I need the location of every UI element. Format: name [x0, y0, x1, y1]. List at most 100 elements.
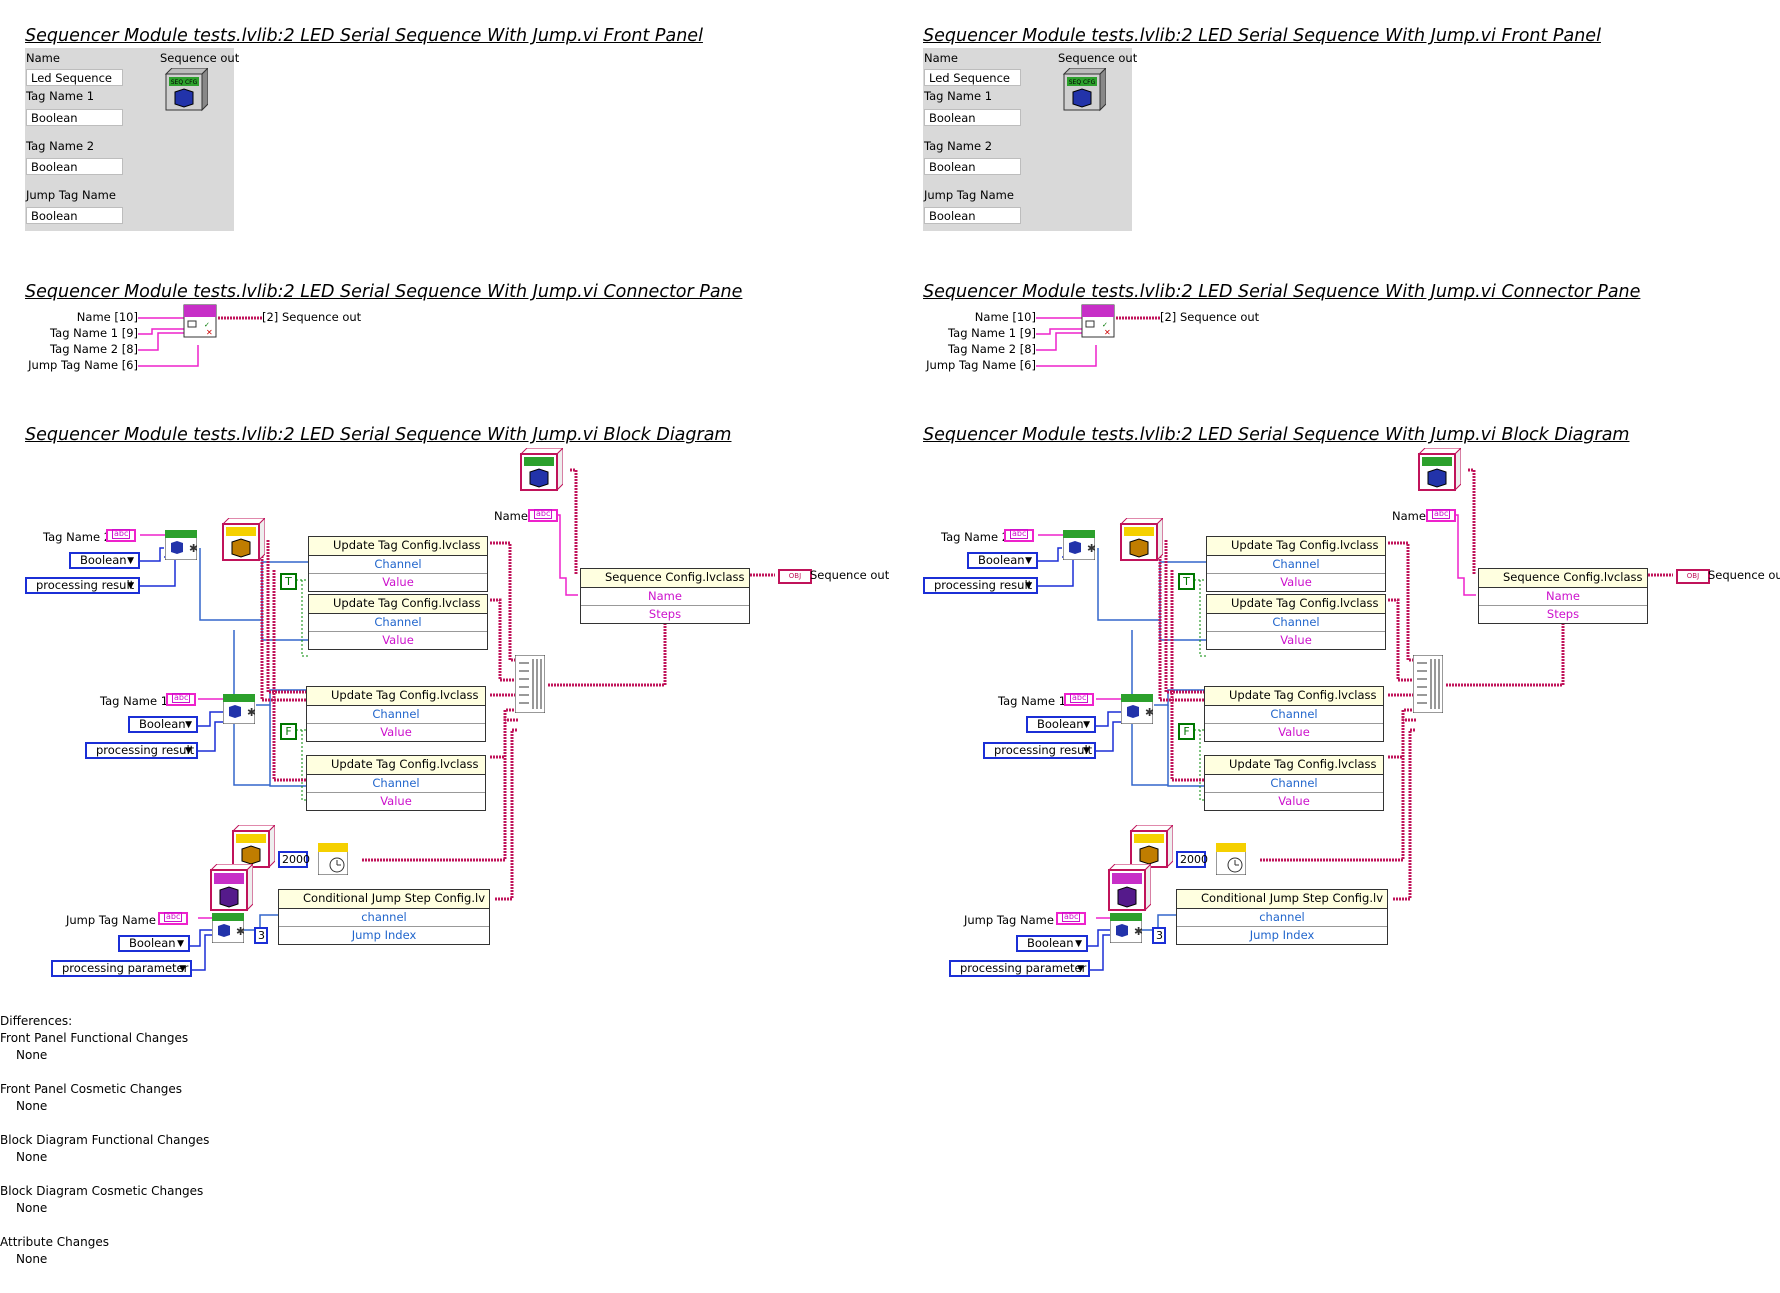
jump-tag-name-control[interactable]: Boolean [26, 207, 123, 224]
boolean-dropdown[interactable]: Boolean [69, 552, 140, 569]
update-tag-config-node-2[interactable]: Update Tag Config.lvclass Channel Value [1206, 594, 1386, 650]
processing-parameter-dropdown[interactable]: processing parameter [51, 960, 192, 977]
conditional-jump-node-title: Conditional Jump Step Config.lv [279, 890, 489, 909]
processing-result-dropdown[interactable]: processing result [25, 577, 140, 594]
update-node-4-value: Value [380, 794, 412, 808]
processing-parameter-dropdown[interactable]: processing parameter [949, 960, 1090, 977]
channel-constructor-icon[interactable]: ✱ [165, 530, 197, 560]
connector-input-jump: Jump Tag Name [6] [28, 358, 138, 372]
jump-index-constant[interactable]: 3 [254, 927, 268, 944]
update-class-constant-icon[interactable] [217, 518, 265, 566]
sequence-out-terminal-label: Sequence out [1708, 568, 1780, 582]
svg-text:✱: ✱ [247, 706, 255, 719]
name-string-terminal[interactable] [1426, 509, 1456, 522]
conditional-jump-step-node[interactable]: Conditional Jump Step Config.lv channel … [278, 889, 490, 945]
name-string-terminal[interactable] [528, 509, 558, 522]
connector-output-sequence: [2] Sequence out [1160, 310, 1260, 324]
channel-constructor-icon[interactable]: ✱ [1110, 913, 1142, 943]
processing-result-dropdown[interactable]: processing result [923, 577, 1038, 594]
build-array-icon[interactable] [1413, 655, 1443, 713]
difference-section-value: None [16, 1201, 48, 1215]
sequence-out-label: Sequence out [1058, 51, 1138, 65]
channel-constructor-icon[interactable]: ✱ [212, 913, 244, 943]
false-constant[interactable]: F [280, 723, 297, 740]
tag-name-1-control[interactable]: Boolean [924, 109, 1021, 126]
update-tag-config-node-3[interactable]: Update Tag Config.lvclass Channel Value [306, 686, 486, 742]
sequence-config-node[interactable]: Sequence Config.lvclass Name Steps [1478, 568, 1648, 624]
boolean-dropdown[interactable]: Boolean [1016, 935, 1088, 952]
boolean-dropdown[interactable]: Boolean [1026, 716, 1096, 733]
processing-result-dropdown[interactable]: processing result [85, 742, 198, 759]
channel-constructor-icon[interactable]: ✱ [1121, 694, 1153, 724]
jump-class-constant-icon[interactable] [205, 864, 253, 916]
update-node-2-title: Update Tag Config.lvclass [1207, 595, 1385, 614]
tag-name-2-control[interactable]: Boolean [924, 158, 1021, 175]
update-tag-config-node-4[interactable]: Update Tag Config.lvclass Channel Value [306, 755, 486, 811]
jump-tag-name-string-terminal[interactable] [158, 912, 188, 925]
name-control[interactable]: Led Sequence [26, 69, 123, 86]
update-tag-config-node-4[interactable]: Update Tag Config.lvclass Channel Value [1204, 755, 1384, 811]
difference-section-value: None [16, 1252, 48, 1266]
update-node-3-value: Value [380, 725, 412, 739]
right-comparison-column: Sequencer Module tests.lvlib:2 LED Seria… [898, 0, 1780, 1000]
sequence-config-node-title: Sequence Config.lvclass [1479, 569, 1647, 588]
tag-name-2-control[interactable]: Boolean [26, 158, 123, 175]
channel-constructor-icon[interactable]: ✱ [223, 694, 255, 724]
name-terminal-label: Name [1392, 509, 1426, 523]
left-comparison-column: Sequencer Module tests.lvlib:2 LED Seria… [0, 0, 889, 1000]
boolean-dropdown[interactable]: Boolean [118, 935, 190, 952]
jump-class-constant-icon[interactable] [1103, 864, 1151, 916]
svg-text:✱: ✱ [1087, 542, 1095, 555]
front-panel-title: Sequencer Module tests.lvlib:2 LED Seria… [25, 26, 703, 46]
svg-text:✓: ✓ [1102, 321, 1108, 329]
tag-name-1-control[interactable]: Boolean [26, 109, 123, 126]
jump-tag-name-string-terminal[interactable] [1056, 912, 1086, 925]
jump-index-constant[interactable]: 3 [1152, 927, 1166, 944]
obj-output-terminal[interactable]: OBJ [1676, 569, 1710, 584]
channel-constructor-icon[interactable]: ✱ [1063, 530, 1095, 560]
wait-step-icon[interactable] [1216, 843, 1246, 875]
block-diagram-wires [140, 468, 775, 971]
conditional-jump-step-node[interactable]: Conditional Jump Step Config.lv channel … [1176, 889, 1388, 945]
tag-name-1-terminal-label: Tag Name 1 [998, 694, 1067, 708]
tag-name-1-string-terminal[interactable] [166, 693, 196, 706]
wait-ms-constant[interactable]: 2000 [1176, 851, 1208, 868]
obj-output-terminal[interactable]: OBJ [778, 569, 812, 584]
connector-input-tag2: Tag Name 2 [8] [50, 342, 138, 356]
sequence-class-constant-icon[interactable] [1413, 448, 1461, 496]
sequence-class-constant-icon[interactable] [515, 448, 563, 496]
conditional-jump-index-row: Jump Index [1249, 928, 1315, 942]
tag-name-1-string-terminal[interactable] [1064, 693, 1094, 706]
connector-output-sequence: [2] Sequence out [262, 310, 362, 324]
update-tag-config-node-1[interactable]: Update Tag Config.lvclass Channel Value [308, 536, 488, 592]
sequence-out-indicator-icon[interactable]: SEQ CFG [160, 68, 208, 116]
update-node-2-value: Value [1280, 633, 1312, 647]
jump-tag-name-terminal-label: Jump Tag Name [66, 913, 156, 927]
boolean-dropdown[interactable]: Boolean [967, 552, 1038, 569]
update-node-1-title: Update Tag Config.lvclass [1207, 537, 1385, 556]
update-class-constant-icon[interactable] [1115, 518, 1163, 566]
wait-class-constant-icon[interactable] [227, 825, 275, 873]
true-constant[interactable]: T [1178, 573, 1195, 590]
wait-step-icon[interactable] [318, 843, 348, 875]
true-constant[interactable]: T [280, 573, 297, 590]
update-node-3-value: Value [1278, 725, 1310, 739]
wait-class-constant-icon[interactable] [1125, 825, 1173, 873]
connector-pane-icon: ✓ ✕ [1036, 304, 1160, 367]
build-array-icon[interactable] [515, 655, 545, 713]
processing-result-dropdown[interactable]: processing result [983, 742, 1096, 759]
tag-name-2-string-terminal[interactable] [1004, 529, 1034, 542]
update-tag-config-node-1[interactable]: Update Tag Config.lvclass Channel Value [1206, 536, 1386, 592]
sequence-config-node[interactable]: Sequence Config.lvclass Name Steps [580, 568, 750, 624]
name-control[interactable]: Led Sequence [924, 69, 1021, 86]
block-diagram-wires [1038, 468, 1673, 971]
update-tag-config-node-3[interactable]: Update Tag Config.lvclass Channel Value [1204, 686, 1384, 742]
wait-ms-constant[interactable]: 2000 [278, 851, 310, 868]
tag-name-2-string-terminal[interactable] [106, 529, 136, 542]
false-constant[interactable]: F [1178, 723, 1195, 740]
boolean-dropdown[interactable]: Boolean [128, 716, 198, 733]
sequence-out-indicator-icon[interactable]: SEQ CFG [1058, 68, 1106, 116]
update-tag-config-node-2[interactable]: Update Tag Config.lvclass Channel Value [308, 594, 488, 650]
svg-text:✱: ✱ [189, 542, 197, 555]
jump-tag-name-control[interactable]: Boolean [924, 207, 1021, 224]
